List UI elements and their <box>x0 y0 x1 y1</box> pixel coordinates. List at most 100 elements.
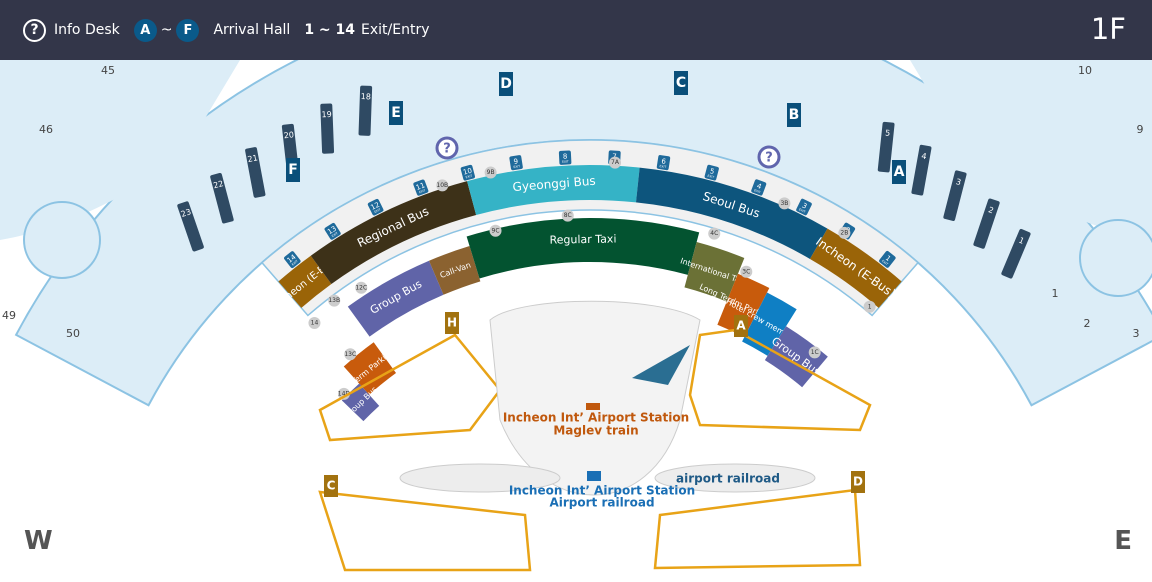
stop-code-3C <box>740 265 753 278</box>
svg-text:EXIT: EXIT <box>374 207 382 214</box>
gate-label-46: 46 <box>39 123 53 136</box>
arrival-hall-f <box>286 158 300 182</box>
floor-indicator: 1F <box>1090 12 1126 46</box>
gate-21: 21 <box>245 147 266 198</box>
svg-text:A: A <box>894 164 905 180</box>
zone-gyeonggi-bus <box>467 165 640 215</box>
svg-text:14D: 14D <box>338 390 351 397</box>
svg-text:7: 7 <box>612 153 617 161</box>
svg-text:4: 4 <box>756 182 763 191</box>
gate-label-1: 1 <box>1052 287 1059 300</box>
svg-text:8: 8 <box>563 153 568 161</box>
gate-18: 18 <box>358 85 373 136</box>
exit-range: 1 ~ 14 <box>304 22 356 38</box>
maglev-station-label: Incheon Int’ Airport Station <box>503 411 689 425</box>
svg-text:5: 5 <box>709 167 715 176</box>
stop-code-9B <box>484 166 497 179</box>
stop-code-12C <box>355 281 368 294</box>
svg-text:3C: 3C <box>742 268 750 275</box>
info-desk-icon[interactable] <box>757 145 781 169</box>
west-concourse-wing <box>0 60 240 240</box>
zone-hotel-crew-member-bus <box>742 292 797 356</box>
hall-f-badge: F <box>176 18 200 42</box>
svg-text:21: 21 <box>247 153 259 164</box>
info-desk-label: Info Desk <box>54 22 120 38</box>
stop-code-1 <box>863 300 876 313</box>
svg-text:F: F <box>288 162 298 178</box>
arrival-hall-label: Arrival Hall <box>213 22 291 38</box>
legend-header: ? Info Desk A ~ F Arrival Hall 1 ~ 14 Ex… <box>0 0 1152 60</box>
gate-19: 19 <box>320 103 335 154</box>
stop-code-3B <box>778 197 791 210</box>
svg-text:?: ? <box>765 151 773 166</box>
svg-text:EXIT: EXIT <box>465 174 473 180</box>
gate-22: 22 <box>210 172 234 224</box>
svg-text:7A: 7A <box>611 159 620 166</box>
zone-seoul-bus <box>635 167 828 259</box>
arrival-hall-a <box>892 160 906 184</box>
west-rail-platform <box>399 463 561 493</box>
svg-text:2: 2 <box>987 205 995 215</box>
parking-marker-a <box>734 315 748 337</box>
svg-text:23: 23 <box>180 207 193 219</box>
svg-text:EXIT: EXIT <box>562 159 569 163</box>
railroad-train-icon <box>587 471 601 481</box>
svg-text:9C: 9C <box>492 227 500 234</box>
svg-text:C: C <box>676 75 686 91</box>
svg-text:3: 3 <box>955 177 962 187</box>
gate-1: 1 <box>1001 229 1031 279</box>
zone-incheon-e-bus- <box>278 255 332 308</box>
east-concourse-wing <box>910 60 1152 240</box>
svg-text:Gyeonggi Bus: Gyeonggi Bus <box>512 174 596 194</box>
svg-text:3B: 3B <box>780 200 788 207</box>
svg-text:11: 11 <box>415 181 426 192</box>
arrival-hall-d <box>499 72 513 96</box>
svg-text:14: 14 <box>311 320 319 327</box>
svg-text:?: ? <box>443 142 451 157</box>
svg-text:18: 18 <box>361 92 371 101</box>
west-satellite-hub <box>23 201 101 279</box>
svg-text:3: 3 <box>801 202 809 211</box>
zone-incheon-e-bus- <box>810 228 902 308</box>
svg-text:EXIT: EXIT <box>331 231 339 238</box>
svg-text:EXIT: EXIT <box>659 164 666 169</box>
zone-long-term-parking-lot <box>343 342 397 395</box>
maglev-train-icon <box>586 403 600 410</box>
svg-text:EXIT: EXIT <box>291 259 299 266</box>
stop-code-13C <box>344 348 357 361</box>
svg-text:Regular Taxi: Regular Taxi <box>549 232 616 246</box>
svg-text:8C: 8C <box>564 212 572 219</box>
hall-range-sep: ~ <box>160 22 173 38</box>
svg-text:EXIT: EXIT <box>754 188 762 194</box>
compass-west: W <box>24 526 53 556</box>
stop-code-13B <box>328 294 341 307</box>
svg-text:13C: 13C <box>344 351 356 358</box>
svg-text:E: E <box>391 105 401 121</box>
gate-5: 5 <box>877 121 895 173</box>
zone-regular-taxi <box>466 218 700 279</box>
zone-call-van <box>429 246 481 295</box>
svg-text:1: 1 <box>1017 236 1025 246</box>
exit-entry-label: Exit/Entry <box>361 22 430 38</box>
svg-text:EXIT: EXIT <box>513 164 520 169</box>
svg-text:EXIT: EXIT <box>881 259 889 266</box>
gate-label-50: 50 <box>66 327 80 340</box>
gate-label-49: 49 <box>2 309 16 322</box>
svg-text:1C: 1C <box>811 349 819 356</box>
info-desk-icon[interactable] <box>435 136 459 160</box>
svg-text:4: 4 <box>921 151 928 161</box>
maglev-train-label: Maglev train <box>553 424 638 438</box>
